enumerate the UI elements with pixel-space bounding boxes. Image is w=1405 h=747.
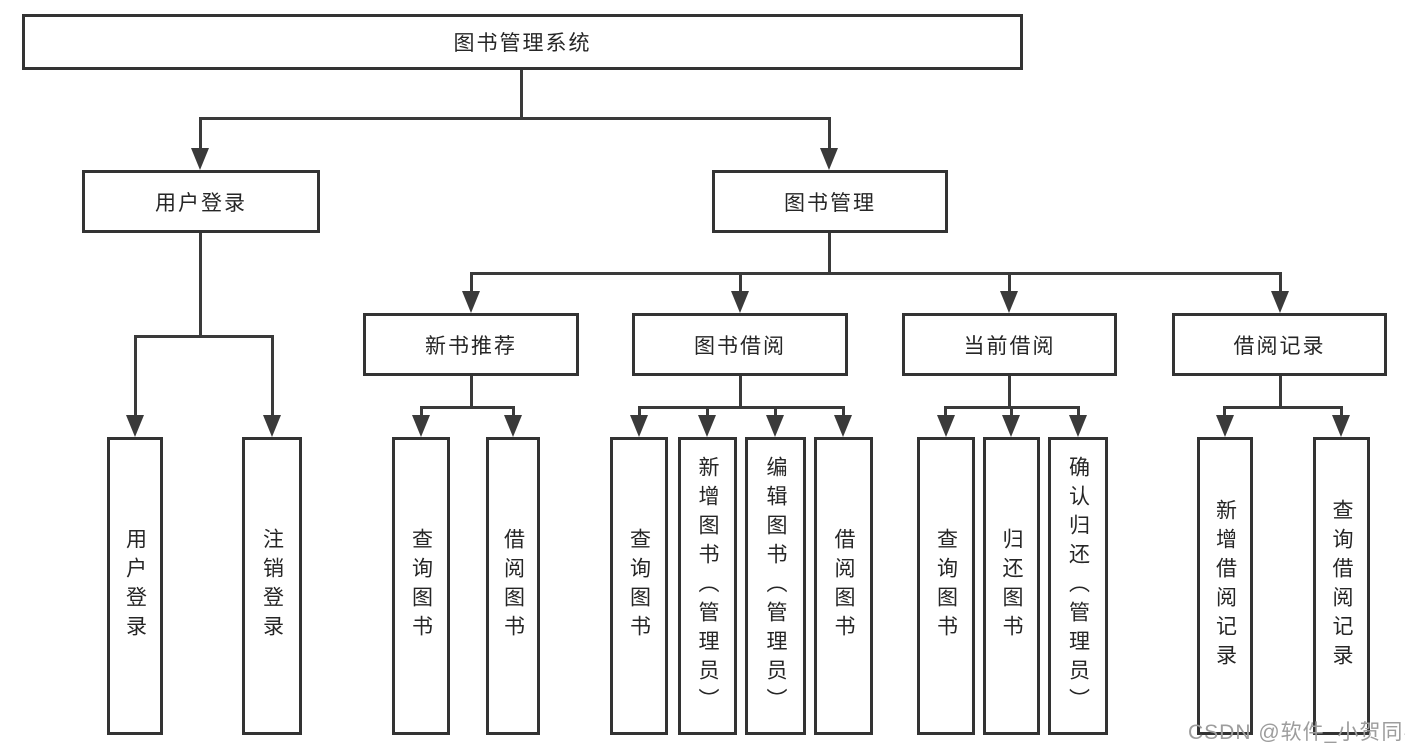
connector-vline [1008,272,1011,294]
connector-vline [199,233,202,336]
connector-vline [828,117,831,151]
node-borrow-records: 借阅记录 [1172,313,1387,376]
leaf-label: 查询图书 [409,528,433,644]
connector-vline [638,406,641,417]
arrowhead-down [1000,291,1018,313]
arrowhead-down [462,291,480,313]
connector-vline [420,406,423,417]
node-book-borrow: 图书借阅 [632,313,848,376]
leaf-label: 用户登录 [123,528,147,644]
leaf-borrow-books-recommend: 借阅图书 [486,437,540,735]
leaf-label: 借阅图书 [832,528,855,644]
node-label: 用户登录 [155,191,247,215]
arrowhead-down [1216,415,1234,437]
arrowhead-down [698,415,716,437]
node-new-book-recommend: 新书推荐 [363,313,579,376]
leaf-label: 新增借阅记录 [1213,499,1237,673]
arrowhead-down [766,415,784,437]
leaf-label: 确认归还（管理员） [1066,455,1090,717]
arrowhead-down [820,148,838,170]
connector-vline [774,406,777,417]
node-book-management: 图书管理 [712,170,948,233]
leaf-confirm-return-admin: 确认归还（管理员） [1048,437,1108,735]
node-current-borrow: 当前借阅 [902,313,1117,376]
leaf-add-borrow-record: 新增借阅记录 [1197,437,1253,735]
node-root: 图书管理系统 [22,14,1023,70]
arrowhead-down [504,415,522,437]
connector-vline [271,335,274,417]
connector-vline [134,335,137,417]
arrowhead-down [834,415,852,437]
connector-vline [944,406,947,417]
leaf-label: 查询图书 [934,528,958,644]
node-label: 借阅记录 [1233,334,1326,358]
connector-hline [470,272,1281,275]
connector-vline [828,233,831,273]
node-label: 图书借阅 [694,334,786,358]
leaf-label: 新增图书（管理员） [696,455,719,717]
node-label: 新书推荐 [425,334,517,358]
arrowhead-down [1069,415,1087,437]
leaf-user-login: 用户登录 [107,437,163,735]
arrowhead-down [126,415,144,437]
connector-vline [1279,272,1282,294]
connector-hline [1223,406,1343,409]
connector-vline [739,272,742,294]
connector-hline [134,335,274,338]
node-label: 图书管理系统 [453,32,592,55]
node-label: 图书管理 [784,191,876,215]
connector-hline [638,406,845,409]
leaf-label: 编辑图书（管理员） [764,455,787,717]
arrowhead-down [263,415,281,437]
connector-vline [706,406,709,417]
arrowhead-down [731,291,749,313]
node-user-login: 用户登录 [82,170,320,233]
arrowhead-down [937,415,955,437]
connector-vline [470,272,473,294]
connector-vline [739,376,742,409]
leaf-query-books-borrow: 查询图书 [610,437,668,735]
arrowhead-down [1332,415,1350,437]
connector-vline [1340,406,1343,417]
connector-vline [512,406,515,417]
leaf-return-books: 归还图书 [983,437,1040,735]
connector-vline [520,70,523,119]
connector-vline [1010,406,1013,417]
connector-vline [199,117,202,151]
leaf-borrow-books: 借阅图书 [814,437,873,735]
leaf-edit-book-admin: 编辑图书（管理员） [745,437,806,735]
arrowhead-down [1002,415,1020,437]
leaf-query-books-recommend: 查询图书 [392,437,450,735]
leaf-label: 借阅图书 [501,528,525,644]
node-label: 当前借阅 [963,334,1056,358]
connector-hline [420,406,515,409]
leaf-label: 注销登录 [260,528,284,644]
connector-vline [470,376,473,409]
arrowhead-down [191,148,209,170]
leaf-label: 查询借阅记录 [1330,499,1353,673]
leaf-label: 归还图书 [1000,528,1023,644]
leaf-logout: 注销登录 [242,437,302,735]
connector-vline [1279,376,1282,409]
leaf-query-borrow-record: 查询借阅记录 [1313,437,1370,735]
connector-vline [1077,406,1080,417]
connector-vline [1223,406,1226,417]
connector-vline [1008,376,1011,409]
arrowhead-down [1271,291,1289,313]
leaf-query-books-current: 查询图书 [917,437,975,735]
arrowhead-down [412,415,430,437]
leaf-add-book-admin: 新增图书（管理员） [678,437,737,735]
connector-vline [842,406,845,417]
connector-hline [199,117,831,120]
watermark: CSDN @软件_小贺同学 [1188,721,1405,744]
leaf-label: 查询图书 [627,528,651,644]
arrowhead-down [630,415,648,437]
